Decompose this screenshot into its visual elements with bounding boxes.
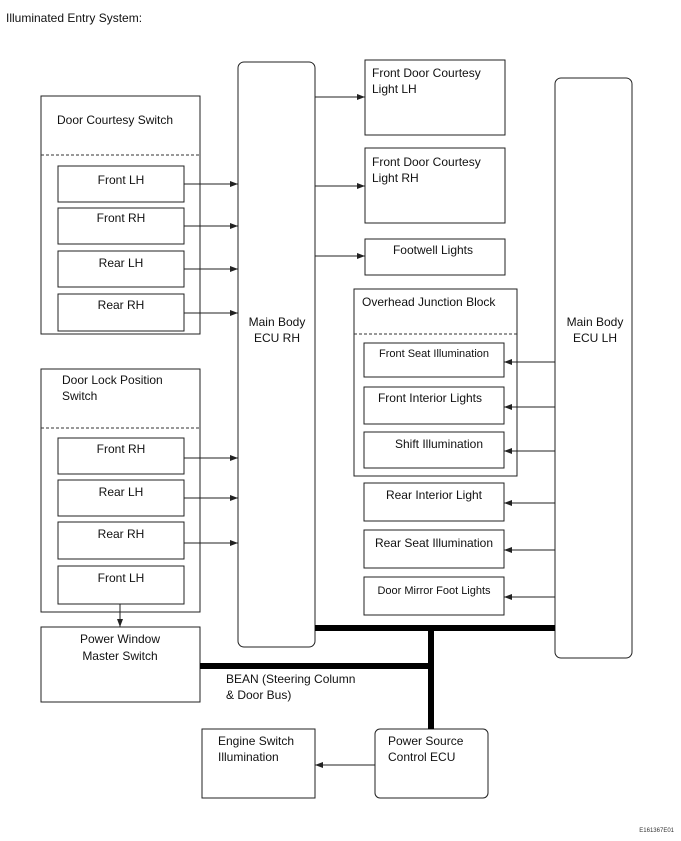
door-mirror-foot-lights-label: Door Mirror Foot Lights (377, 585, 491, 597)
rear-interior-light (363, 482, 505, 522)
door-courtesy-switch-rear-lh (57, 250, 185, 288)
bean-label-line1: BEAN (Steering Column (226, 672, 355, 686)
power-window-master-switch-line1: Power Window (80, 632, 160, 646)
front-door-courtesy-light-rh-line1: Front Door Courtesy (372, 155, 481, 169)
ecu-lh-to-lights-wires (504, 359, 555, 600)
power-window-master-switch (40, 626, 201, 703)
main-body-ecu-lh (554, 77, 633, 659)
front-interior-lights-label: Front Interior Lights (378, 391, 482, 405)
door-lock-switch-rear-lh-label: Rear LH (99, 485, 144, 499)
footwell-lights-label: Footwell Lights (393, 243, 473, 257)
door-courtesy-switch-front-lh-label: Front LH (98, 173, 145, 187)
power-window-master-switch-line2: Master Switch (82, 649, 157, 663)
front-seat-illumination (363, 342, 505, 378)
overhead-junction-block-group: Overhead Junction Block Front Seat Illum… (353, 288, 518, 477)
door-lock-position-switch-title-line2: Switch (62, 389, 97, 403)
ecu-rh-to-lights-wires (315, 94, 365, 259)
main-body-ecu-lh-line1: Main Body (567, 315, 624, 329)
engine-switch-illumination (201, 728, 316, 799)
door-courtesy-switch-front-rh (57, 207, 185, 245)
door-courtesy-switch-title: Door Courtesy Switch (57, 113, 173, 127)
main-body-ecu-rh (237, 61, 316, 648)
front-door-courtesy-light-rh (364, 147, 506, 224)
bean-label-line2: & Door Bus) (226, 688, 291, 702)
door-courtesy-switch-rear-lh-label: Rear LH (99, 256, 144, 270)
front-interior-lights (363, 386, 505, 425)
door-lock-switch-rear-rh-label: Rear RH (98, 527, 145, 541)
engine-switch-illumination-line1: Engine Switch (218, 734, 294, 748)
rear-seat-illumination (363, 529, 505, 569)
shift-illumination (363, 431, 505, 469)
door-lock-switch-front-lh-label: Front LH (98, 571, 145, 585)
main-body-ecu-rh-line1: Main Body (249, 315, 306, 329)
door-lock-position-switch-group: Door Lock Position Switch Front RH Rear … (40, 368, 201, 613)
power-source-control-ecu-line2: Control ECU (388, 750, 455, 764)
main-body-ecu-lh-line2: ECU LH (573, 331, 617, 345)
door-lock-position-switch-title-line1: Door Lock Position (62, 373, 163, 387)
door-courtesy-switch-rear-rh-label: Rear RH (98, 298, 145, 312)
front-seat-illumination-label: Front Seat Illumination (379, 348, 489, 360)
footwell-lights (364, 238, 506, 276)
door-lock-switch-rear-lh (57, 479, 185, 517)
door-lock-switch-front-rh (57, 437, 185, 475)
switch-to-ecu-rh-wires (184, 181, 238, 546)
front-door-courtesy-light-lh-line1: Front Door Courtesy (372, 66, 481, 80)
engine-switch-illumination-line2: Illumination (218, 750, 279, 764)
door-lock-switch-front-rh-label: Front RH (97, 442, 146, 456)
shift-illumination-label: Shift Illumination (395, 437, 483, 451)
rear-interior-light-label: Rear Interior Light (386, 488, 483, 502)
front-door-courtesy-light-rh-line2: Light RH (372, 171, 419, 185)
door-courtesy-switch-group: Door Courtesy Switch Front LH Front RH R… (40, 95, 201, 335)
rear-seat-illumination-label: Rear Seat Illumination (375, 536, 493, 550)
power-source-control-ecu-line1: Power Source (388, 734, 464, 748)
door-lock-switch-front-lh (57, 565, 185, 605)
front-door-courtesy-light-lh (364, 59, 506, 136)
door-courtesy-switch-front-lh (57, 165, 185, 203)
door-lock-switch-rear-rh (57, 521, 185, 560)
front-door-courtesy-light-lh-line2: Light LH (372, 82, 417, 96)
figure-id: E161367E01 (639, 828, 674, 834)
bean-bus (200, 625, 555, 729)
main-body-ecu-rh-line2: ECU RH (254, 331, 300, 345)
diagram-title: Illuminated Entry System: (6, 11, 142, 25)
door-courtesy-switch-front-rh-label: Front RH (97, 211, 146, 225)
door-mirror-foot-lights (363, 576, 505, 616)
overhead-junction-block-title: Overhead Junction Block (362, 295, 496, 309)
